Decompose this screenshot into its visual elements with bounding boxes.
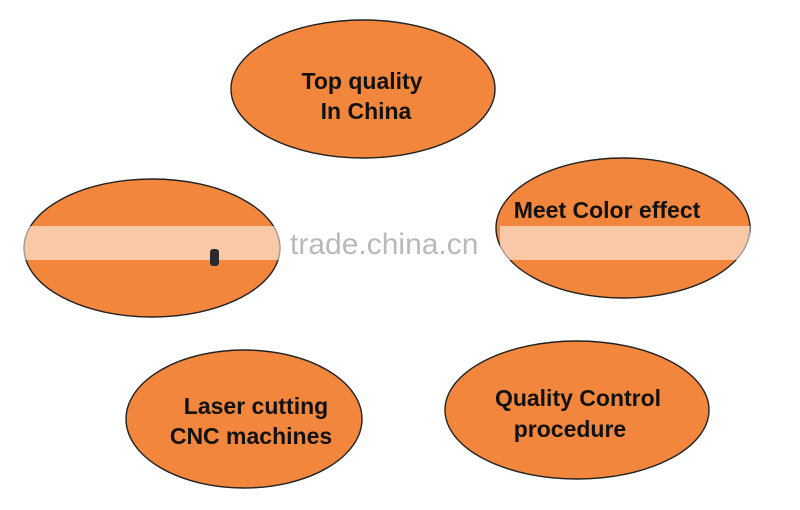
bubble-laser-cutting: Laser cutting CNC machines — [125, 349, 363, 489]
bubble-top-quality-shape — [230, 19, 496, 159]
bubble-quality-control: Quality Control procedure — [444, 340, 710, 480]
watermark-band-left — [20, 226, 282, 260]
watermark-band-right — [500, 226, 750, 260]
obscured-glyph-mark — [210, 249, 219, 266]
watermark-text: trade.china.cn — [290, 228, 478, 261]
watermark: trade.china.cn — [20, 226, 750, 266]
bubble-top-quality-line-1: Top quality — [302, 68, 423, 94]
bubble-top-quality-line-2: In China — [321, 98, 412, 124]
bubble-quality-control-line-1: Quality Control — [495, 385, 661, 411]
bubble-laser-cutting-line-2: CNC machines — [170, 423, 332, 449]
bubble-top-quality: Top quality In China — [230, 19, 496, 159]
bubble-quality-control-shape — [444, 340, 710, 480]
bubble-laser-cutting-shape — [125, 349, 363, 489]
bubble-color-effect-line-1: Meet Color effect — [514, 197, 701, 223]
bubble-quality-control-line-2: procedure — [514, 416, 626, 442]
bubble-laser-cutting-line-1: Laser cutting — [184, 393, 328, 419]
